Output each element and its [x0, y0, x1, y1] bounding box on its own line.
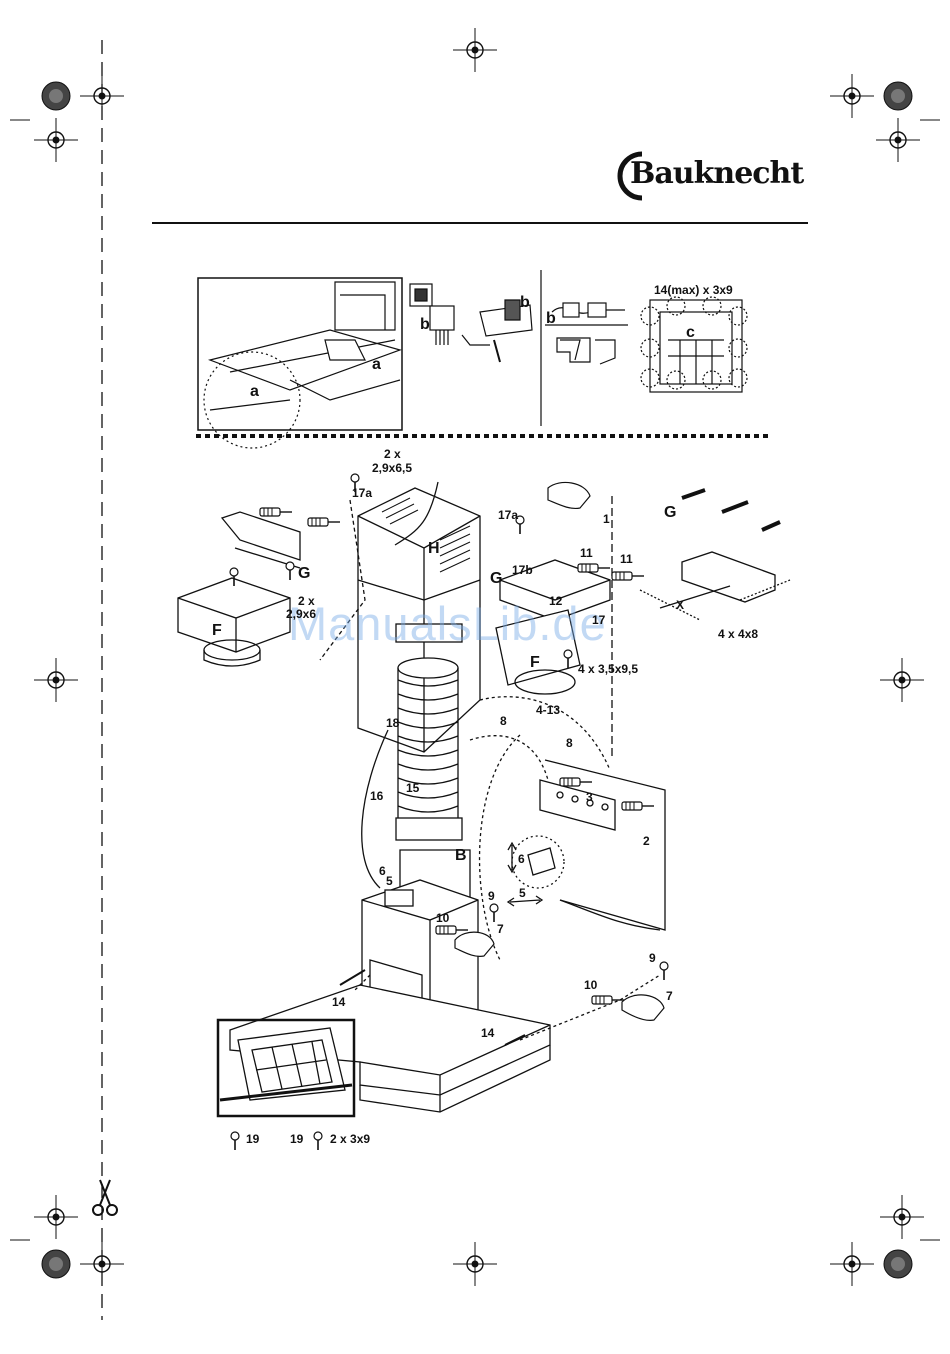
callout-10-a: 10	[436, 911, 449, 925]
callout-14-left: 14	[332, 995, 345, 1009]
label-c: c	[686, 326, 695, 340]
hood-assembly	[178, 482, 790, 1116]
callout-8-b: 8	[566, 736, 573, 750]
callout-g-qty: 2 x	[298, 594, 315, 608]
callout-H: H	[428, 542, 440, 556]
callout-B: B	[455, 849, 467, 863]
callout-F-right: F	[530, 656, 540, 670]
callout-2: 2	[643, 834, 650, 848]
callout-17a-spec: 2,9x6,5	[372, 461, 412, 475]
callout-x: X	[676, 598, 684, 612]
label-b-1: b	[420, 318, 430, 332]
callout-1: 1	[603, 512, 610, 526]
callout-g-spec: 2,9x6	[286, 607, 316, 621]
callout-17a-right: 17a	[498, 508, 518, 522]
callout-F-left: F	[212, 624, 222, 638]
callout-17b: 17b	[512, 563, 533, 577]
callout-7-a: 7	[497, 922, 504, 936]
callout-f-spec: 4 x 3,5x9,5	[578, 662, 638, 676]
label-b-3: b	[546, 312, 556, 326]
callout-6-right: 6	[518, 852, 525, 866]
callout-19-b: 19	[290, 1132, 303, 1146]
callout-5-right: 5	[519, 886, 526, 900]
callout-17a-left: 17a	[352, 486, 372, 500]
callout-9-a: 9	[488, 889, 495, 903]
callout-bracket-spec: 4 x 4x8	[718, 627, 758, 641]
callout-15: 15	[406, 781, 419, 795]
label-b-2: b	[520, 296, 530, 310]
callout-G-bracket: G	[664, 506, 676, 520]
callout-18: 18	[386, 716, 399, 730]
callout-G-left: G	[298, 567, 310, 581]
callout-9-b: 9	[649, 951, 656, 965]
label-a-inset: a	[250, 385, 259, 399]
label-a: a	[372, 358, 381, 372]
screws-spec-top: 14(max) x 3x9	[654, 283, 733, 297]
callout-8-a: 8	[500, 714, 507, 728]
callout-3: 3	[586, 790, 593, 804]
callout-14-right: 14	[481, 1026, 494, 1040]
callout-11-b: 11	[620, 552, 633, 566]
callout-17a-qty: 2 x	[384, 447, 401, 461]
callout-7-b: 7	[666, 989, 673, 1003]
scissors-icon	[93, 1180, 117, 1215]
callout-6-left: 6	[379, 864, 386, 878]
callout-G-right: G	[490, 572, 502, 586]
callout-5-left: 5	[386, 874, 393, 888]
callout-12: 12	[549, 594, 562, 608]
callout-10-b: 10	[584, 978, 597, 992]
callout-11-a: 11	[580, 546, 593, 560]
callout-17: 17	[592, 613, 605, 627]
callout-19-spec: 2 x 3x9	[330, 1132, 370, 1146]
callout-16: 16	[370, 789, 383, 803]
callout-19-a: 19	[246, 1132, 259, 1146]
callout-4-13: 4-13	[536, 703, 560, 717]
